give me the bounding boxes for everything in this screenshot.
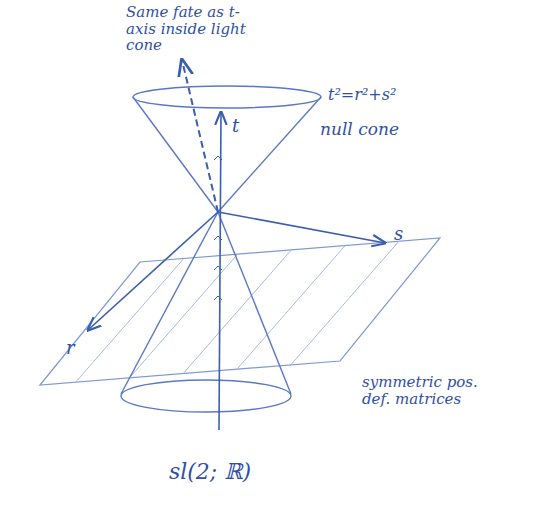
caption: sl(2; ℝ)	[169, 460, 251, 484]
annotation-label: null cone	[320, 120, 399, 139]
axes	[88, 60, 385, 430]
annotation-label: Same fate as t-axis inside light cone	[126, 4, 248, 54]
annotation-label: s	[394, 224, 403, 244]
annotation-label: t²=r²+s²	[328, 86, 396, 104]
annotation-label: symmetric pos. def. matrices	[362, 374, 484, 407]
annotation-label: r	[66, 338, 75, 358]
annotation-label: t	[232, 116, 239, 136]
